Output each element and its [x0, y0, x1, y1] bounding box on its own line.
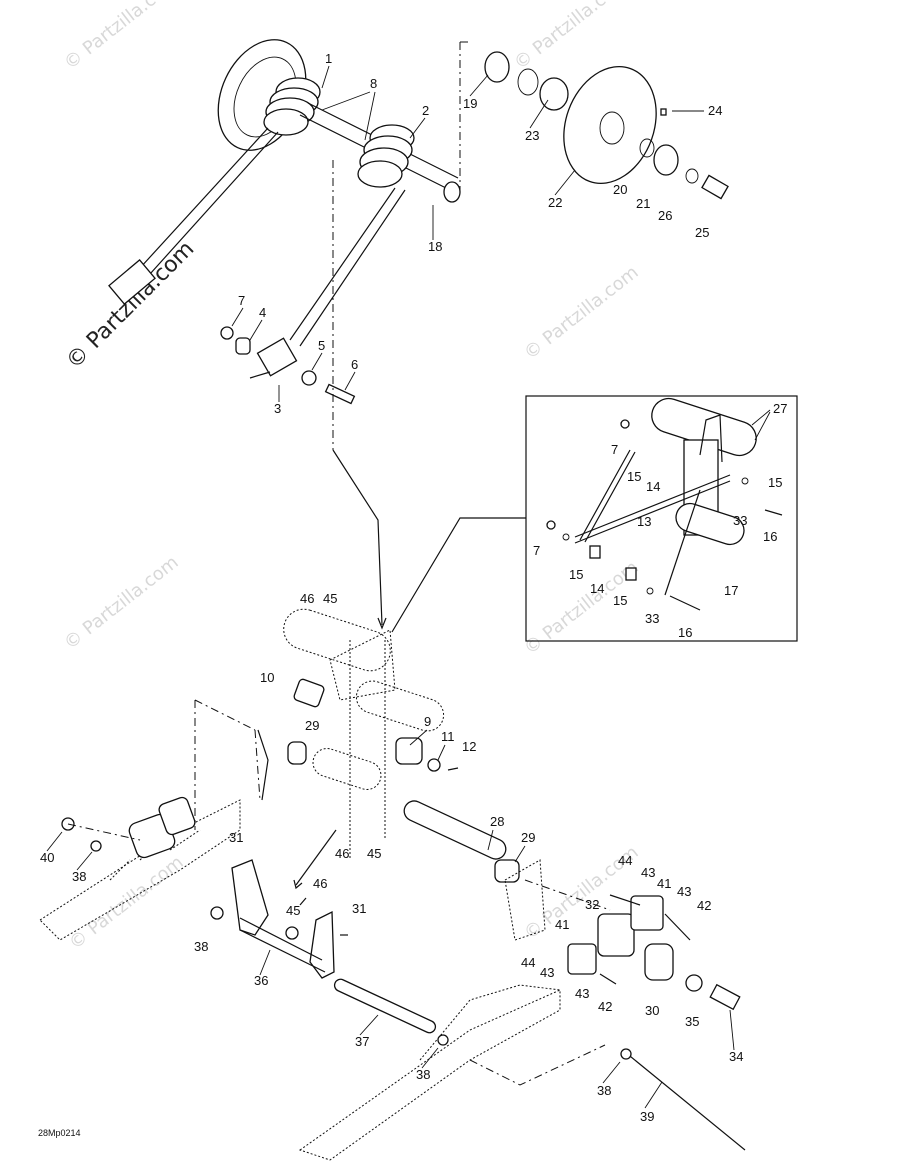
part-number-labels: 1 8 2 18 19 23 24 20 21 22 26 25 7 4 5 6…	[38, 51, 787, 1138]
label-part-41: 41	[657, 876, 671, 891]
label-part-39: 39	[640, 1109, 654, 1124]
label-part-19: 19	[463, 96, 477, 111]
right-mount-parts	[437, 879, 746, 1151]
label-part-43-b: 43	[677, 884, 691, 899]
label-part-35: 35	[685, 1014, 699, 1029]
label-part-27: 27	[773, 401, 787, 416]
label-part-45: 45	[323, 591, 337, 606]
label-part-11: 11	[441, 729, 455, 744]
watermark: © Partzilla.com	[65, 852, 187, 954]
label-part-44: 44	[618, 853, 632, 868]
label-part-7: 7	[238, 293, 245, 308]
label-part-16-inset-b: 16	[678, 625, 692, 640]
label-part-38-b: 38	[194, 939, 208, 954]
label-part-4: 4	[259, 305, 266, 320]
label-part-31: 31	[229, 830, 243, 845]
left-rail	[39, 699, 256, 941]
label-part-45-b: 45	[367, 846, 381, 861]
watermark-group: © Partzilla.com © Partzilla.com © Partzi…	[60, 0, 642, 954]
label-part-24: 24	[708, 103, 722, 118]
label-part-43-d: 43	[575, 986, 589, 1001]
label-part-15-inset-c: 15	[569, 567, 583, 582]
label-part-46-b: 46	[335, 846, 349, 861]
label-part-14-inset: 14	[646, 479, 660, 494]
label-part-32: 32	[585, 897, 599, 912]
idler-spring-assembly	[108, 39, 461, 379]
label-part-30: 30	[645, 1003, 659, 1018]
label-part-23: 23	[525, 128, 539, 143]
label-part-10: 10	[260, 670, 274, 685]
label-part-15-inset-d: 15	[613, 593, 627, 608]
label-part-7-inset-b: 7	[533, 543, 540, 558]
label-part-42-b: 42	[598, 999, 612, 1014]
label-part-13: 13	[637, 514, 651, 529]
watermark: © Partzilla.com	[520, 262, 642, 364]
label-part-3: 3	[274, 401, 281, 416]
label-part-44-b: 44	[521, 955, 535, 970]
label-part-36: 36	[254, 973, 268, 988]
drawing-code: 28Mp0214	[38, 1128, 81, 1138]
label-part-22: 22	[548, 195, 562, 210]
label-part-46-c: 46	[313, 876, 327, 891]
front-arm-assembly	[210, 829, 437, 1034]
label-part-7-inset: 7	[611, 442, 618, 457]
label-part-45-c: 45	[286, 903, 300, 918]
label-part-43-c: 43	[540, 965, 554, 980]
label-part-8: 8	[370, 76, 377, 91]
label-part-6: 6	[351, 357, 358, 372]
label-part-15-inset: 15	[627, 469, 641, 484]
wheel-parts-assembly	[459, 41, 729, 200]
label-part-38: 38	[72, 869, 86, 884]
label-part-28: 28	[490, 814, 504, 829]
label-part-14-inset-b: 14	[590, 581, 604, 596]
leader-lines	[46, 65, 771, 1109]
label-part-17: 17	[724, 583, 738, 598]
label-part-9: 9	[424, 714, 431, 729]
label-part-43: 43	[641, 865, 655, 880]
label-part-37: 37	[355, 1034, 369, 1049]
label-part-33-inset-b: 33	[645, 611, 659, 626]
label-part-16-inset: 16	[763, 529, 777, 544]
label-part-29: 29	[305, 718, 319, 733]
label-part-40: 40	[40, 850, 54, 865]
label-part-20: 20	[613, 182, 627, 197]
label-part-31-b: 31	[352, 901, 366, 916]
label-part-46: 46	[300, 591, 314, 606]
label-part-29-b: 29	[521, 830, 535, 845]
label-part-38-d: 38	[597, 1083, 611, 1098]
label-part-34: 34	[729, 1049, 743, 1064]
label-part-26: 26	[658, 208, 672, 223]
watermark-main: © Partzilla.com	[62, 237, 200, 375]
label-part-2: 2	[422, 103, 429, 118]
right-rail	[298, 859, 606, 1161]
label-part-12: 12	[462, 739, 476, 754]
watermark: © Partzilla.com	[60, 552, 182, 654]
label-part-25: 25	[695, 225, 709, 240]
watermark: © Partzilla.com	[60, 0, 182, 74]
label-part-38-c: 38	[416, 1067, 430, 1082]
watermark: © Partzilla.com	[510, 0, 632, 74]
label-part-1: 1	[325, 51, 332, 66]
detail-inset-box	[391, 395, 798, 642]
label-part-33-inset: 33	[733, 513, 747, 528]
label-part-41-b: 41	[555, 917, 569, 932]
label-part-18: 18	[428, 239, 442, 254]
label-part-5: 5	[318, 338, 325, 353]
label-part-21: 21	[636, 196, 650, 211]
rear-arm-assembly	[254, 608, 520, 883]
label-part-15-inset-b: 15	[768, 475, 782, 490]
label-part-42: 42	[697, 898, 711, 913]
